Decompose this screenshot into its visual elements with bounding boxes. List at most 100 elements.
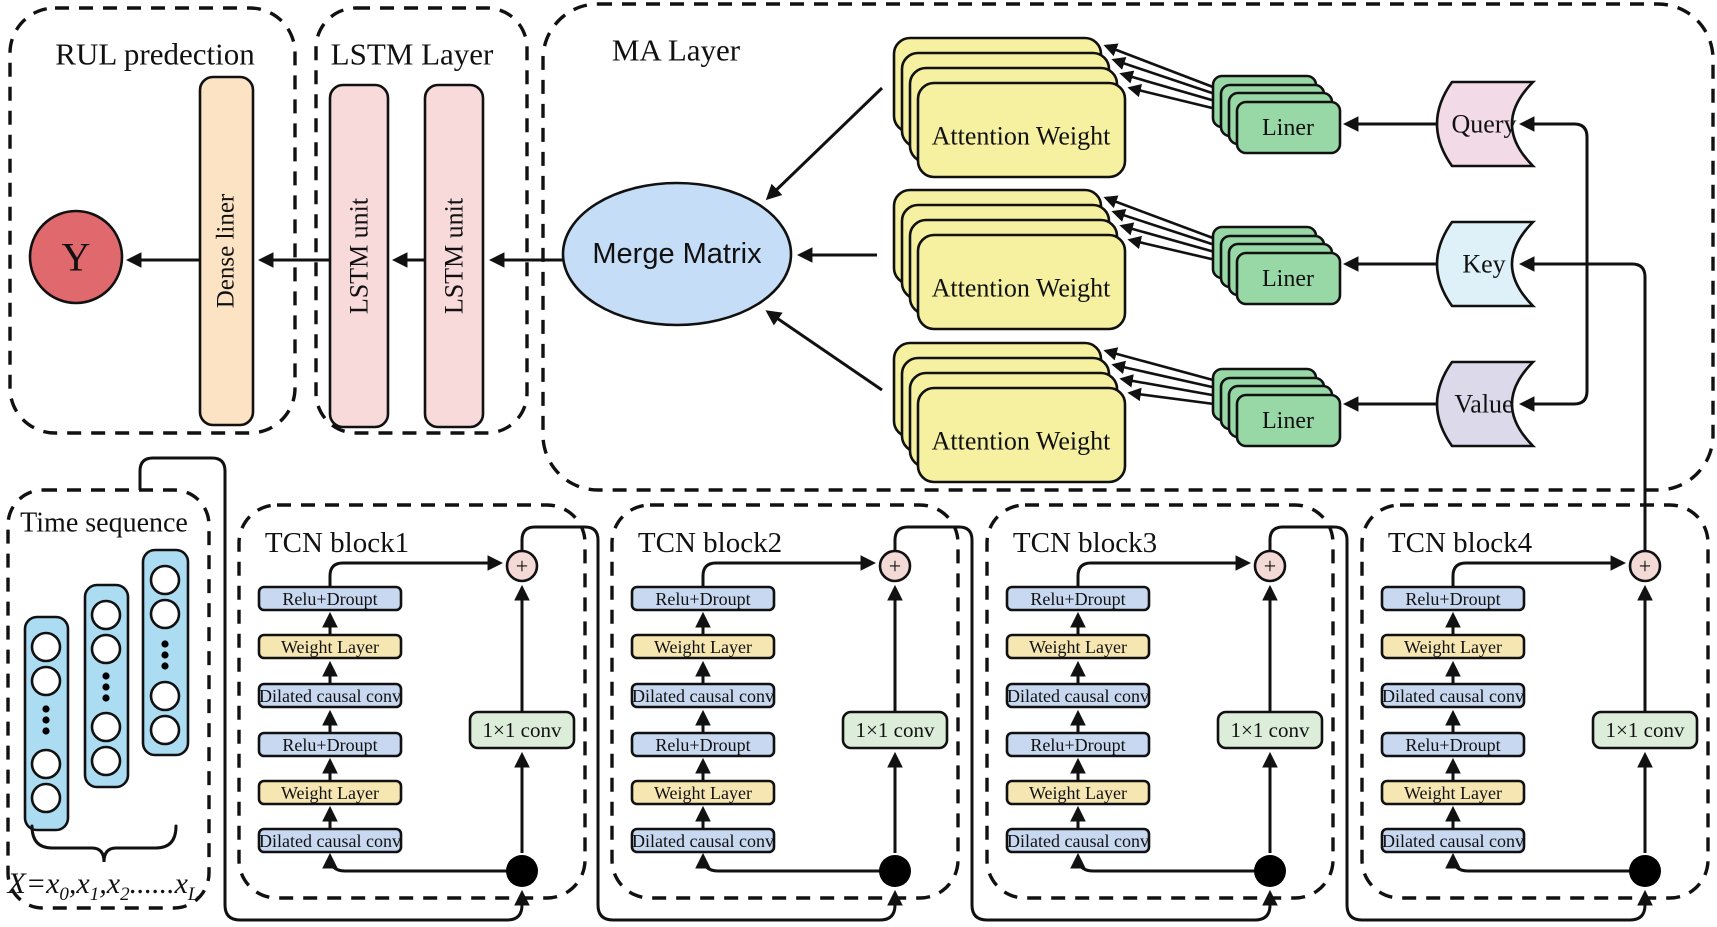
relu-dropout-box xyxy=(1380,731,1526,758)
weight-layer-box xyxy=(257,633,403,660)
relu-dropout-label: Relu+Droupt xyxy=(655,735,750,755)
merge-matrix-node xyxy=(561,181,793,327)
time-sequence-border xyxy=(6,488,211,910)
lstm-title: LSTM Layer xyxy=(331,37,494,72)
attention1-to-merge-arrow xyxy=(765,86,884,201)
tcn-block-border xyxy=(1360,503,1710,900)
dilated-conv-label: Dilated causal conv xyxy=(259,831,401,851)
residual-top-wire xyxy=(1451,555,1627,587)
split-dot xyxy=(879,855,911,887)
tcn-blocks: TCN block1 Relu+Droupt Weight Layer Dila… xyxy=(237,503,1710,900)
attention-card xyxy=(916,386,1127,484)
sequence-column-2 xyxy=(83,583,130,789)
split-dot xyxy=(1254,855,1286,887)
liner-to-attention-arrows-2 xyxy=(1103,195,1238,267)
sum-node xyxy=(505,549,539,583)
lstm-layer-border xyxy=(314,6,529,435)
dilated-conv-label: Dilated causal conv xyxy=(259,686,401,706)
tcn-block-border xyxy=(985,503,1335,900)
tcn-block-4: TCN block4 Relu+Droupt Weight Layer Dila… xyxy=(1360,503,1710,900)
tcn-block-1: TCN block1 Relu+Droupt Weight Layer Dila… xyxy=(237,503,587,900)
liner-label: Liner xyxy=(1262,266,1314,292)
output-node xyxy=(28,209,124,305)
value-shape xyxy=(1435,360,1537,448)
liner-to-attention-arrows-3 xyxy=(1103,347,1238,409)
split-dot xyxy=(506,855,538,887)
dilated-conv-label: Dilated causal conv xyxy=(1007,686,1149,706)
input-to-stack-wire xyxy=(1070,852,1270,873)
attention-stack-1: Attention Weight xyxy=(892,36,1127,179)
relu-dropout-box xyxy=(257,585,403,612)
time-sequence-columns xyxy=(23,548,190,832)
query-label: Query xyxy=(1452,110,1517,139)
lstm-unit-1 xyxy=(328,83,390,429)
relu-dropout-box xyxy=(630,585,776,612)
dilated-conv-box xyxy=(1380,682,1526,709)
lstm-unit-2-label: LSTM unit xyxy=(440,197,469,314)
attention3-to-merge-arrow xyxy=(765,310,883,392)
dilated-conv-box xyxy=(1380,827,1526,854)
key-shape xyxy=(1435,220,1537,308)
tcn-block-border xyxy=(237,503,587,900)
attention-label: Attention Weight xyxy=(932,274,1111,303)
relu-dropout-box xyxy=(1380,585,1526,612)
relu-dropout-label: Relu+Droupt xyxy=(1405,589,1500,609)
relu-dropout-box xyxy=(630,731,776,758)
attention-label: Attention Weight xyxy=(932,122,1111,151)
dilated-conv-label: Dilated causal conv xyxy=(1382,831,1524,851)
weight-layer-box xyxy=(630,779,776,806)
attention-card xyxy=(916,233,1127,331)
liner-label: Liner xyxy=(1262,408,1314,434)
block3-to-block4-wire xyxy=(1268,525,1653,922)
lstm-unit-2 xyxy=(423,83,485,429)
sequence-column-3 xyxy=(141,548,190,757)
sum-node xyxy=(1628,549,1662,583)
underbrace xyxy=(30,824,178,863)
relu-dropout-label: Relu+Droupt xyxy=(655,589,750,609)
weight-layer-label: Weight Layer xyxy=(281,637,379,657)
attention-card xyxy=(916,81,1127,179)
tcn-block-border xyxy=(610,503,960,900)
relu-dropout-box xyxy=(257,731,403,758)
weight-layer-label: Weight Layer xyxy=(654,783,752,803)
one-by-one-conv-box xyxy=(1591,710,1699,750)
lstm-unit-1-label: LSTM unit xyxy=(345,197,374,314)
branch-to-query-wire xyxy=(1518,116,1589,264)
relu-dropout-label: Relu+Droupt xyxy=(1030,735,1125,755)
rul-title: RUL predection xyxy=(55,37,255,72)
dilated-conv-label: Dilated causal conv xyxy=(1007,831,1149,851)
liner-stack-2: Liner xyxy=(1211,225,1342,306)
tcn-block-title: TCN block1 xyxy=(265,527,409,559)
sequence-column-1 xyxy=(23,615,70,832)
liner-to-attention-arrows-1 xyxy=(1103,43,1238,116)
input-to-stack-wire xyxy=(322,852,522,873)
merge-matrix-label: Merge Matrix xyxy=(592,238,762,270)
sum-node xyxy=(1253,549,1287,583)
liner-card xyxy=(1235,251,1342,306)
output-label: Y xyxy=(62,235,91,280)
one-by-one-conv-label: 1×1 conv xyxy=(1606,718,1685,742)
relu-dropout-box xyxy=(1005,585,1151,612)
weight-layer-box xyxy=(1005,779,1151,806)
liner-card xyxy=(1235,393,1342,448)
dilated-conv-label: Dilated causal conv xyxy=(632,831,774,851)
dilated-conv-box xyxy=(257,827,403,854)
one-by-one-conv-label: 1×1 conv xyxy=(1231,718,1310,742)
sum-node-label: + xyxy=(1264,554,1276,579)
relu-dropout-box xyxy=(1005,731,1151,758)
weight-layer-box xyxy=(1005,633,1151,660)
weight-layer-box xyxy=(630,633,776,660)
residual-top-wire xyxy=(328,555,504,587)
one-by-one-conv-label: 1×1 conv xyxy=(483,718,562,742)
block2-to-block3-wire xyxy=(893,525,1278,922)
residual-top-wire xyxy=(701,555,877,587)
liner-label: Liner xyxy=(1262,115,1314,141)
one-by-one-conv-label: 1×1 conv xyxy=(856,718,935,742)
one-by-one-conv-box xyxy=(468,710,576,750)
weight-layer-label: Weight Layer xyxy=(1404,783,1502,803)
one-by-one-conv-box xyxy=(1216,710,1324,750)
weight-layer-label: Weight Layer xyxy=(1404,637,1502,657)
weight-layer-label: Weight Layer xyxy=(281,783,379,803)
key-label: Key xyxy=(1462,250,1505,279)
dilated-conv-box xyxy=(1005,827,1151,854)
